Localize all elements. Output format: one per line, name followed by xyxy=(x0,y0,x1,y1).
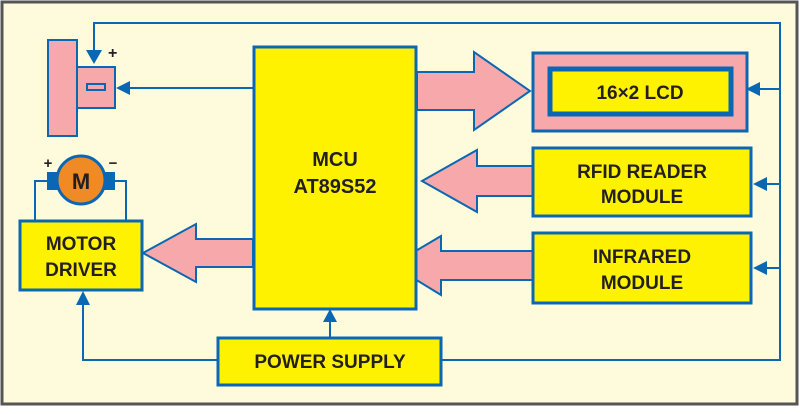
rfid-box xyxy=(531,146,753,218)
arrowhead-buzzer-signal xyxy=(116,81,130,95)
lcd-inner-box xyxy=(547,66,734,117)
motor-label: M xyxy=(72,169,90,194)
motor-wire-left xyxy=(34,180,50,225)
infrared-label-line2: MODULE xyxy=(601,273,683,294)
arrowhead-buzzer-power xyxy=(86,50,102,64)
motor-minus-label: − xyxy=(109,155,118,172)
motor-circle xyxy=(55,154,107,206)
motor-driver-block: MOTOR DRIVER xyxy=(18,219,144,292)
arrowhead-mcu-power xyxy=(323,309,337,322)
motor-component: M + − xyxy=(34,154,127,225)
bus-arrow-mcu-to-lcd xyxy=(416,50,532,132)
power-rail-main xyxy=(93,22,781,361)
rfid-label-line2: MODULE xyxy=(601,187,683,208)
bus-arrow-mcu-to-motor-driver xyxy=(140,222,254,284)
power-rail-motor-driver xyxy=(82,300,218,361)
buzzer-component: + xyxy=(47,39,117,137)
arrowhead-motor-driver-power xyxy=(76,291,90,305)
mcu-label-line1: MCU xyxy=(312,149,358,171)
mcu-label-line2: AT89S52 xyxy=(293,176,376,198)
arrowhead-rfid xyxy=(753,177,767,191)
motor-driver-label-line2: DRIVER xyxy=(45,260,117,281)
infrared-block: INFRARED MODULE xyxy=(531,231,753,305)
buzzer-slot xyxy=(86,83,106,91)
power-supply-block: POWER SUPPLY xyxy=(216,336,443,387)
arrowheads xyxy=(76,50,767,322)
motor-wire-right xyxy=(112,180,127,225)
motor-driver-label-line1: MOTOR xyxy=(46,234,117,255)
buzzer-body xyxy=(47,39,78,137)
bus-arrow-rfid-to-mcu xyxy=(419,148,534,214)
mcu-block: MCU AT89S52 xyxy=(252,45,418,311)
arrowhead-lcd xyxy=(746,82,760,96)
lcd-label: 16×2 LCD xyxy=(596,83,683,104)
power-supply-box xyxy=(216,336,443,387)
buzzer-plus-label: + xyxy=(108,45,117,62)
infrared-label-line1: INFRARED xyxy=(593,247,691,268)
power-supply-label: POWER SUPPLY xyxy=(254,352,406,373)
mcu-box xyxy=(252,45,418,311)
motor-driver-box xyxy=(18,219,144,292)
infrared-box xyxy=(531,231,753,305)
lcd-block: 16×2 LCD xyxy=(531,51,749,133)
rfid-block: RFID READER MODULE xyxy=(531,146,753,218)
arrowhead-infrared xyxy=(753,261,767,275)
motor-plus-label: + xyxy=(44,155,53,172)
rfid-label-line1: RFID READER xyxy=(577,162,707,183)
bus-arrows xyxy=(140,50,534,297)
